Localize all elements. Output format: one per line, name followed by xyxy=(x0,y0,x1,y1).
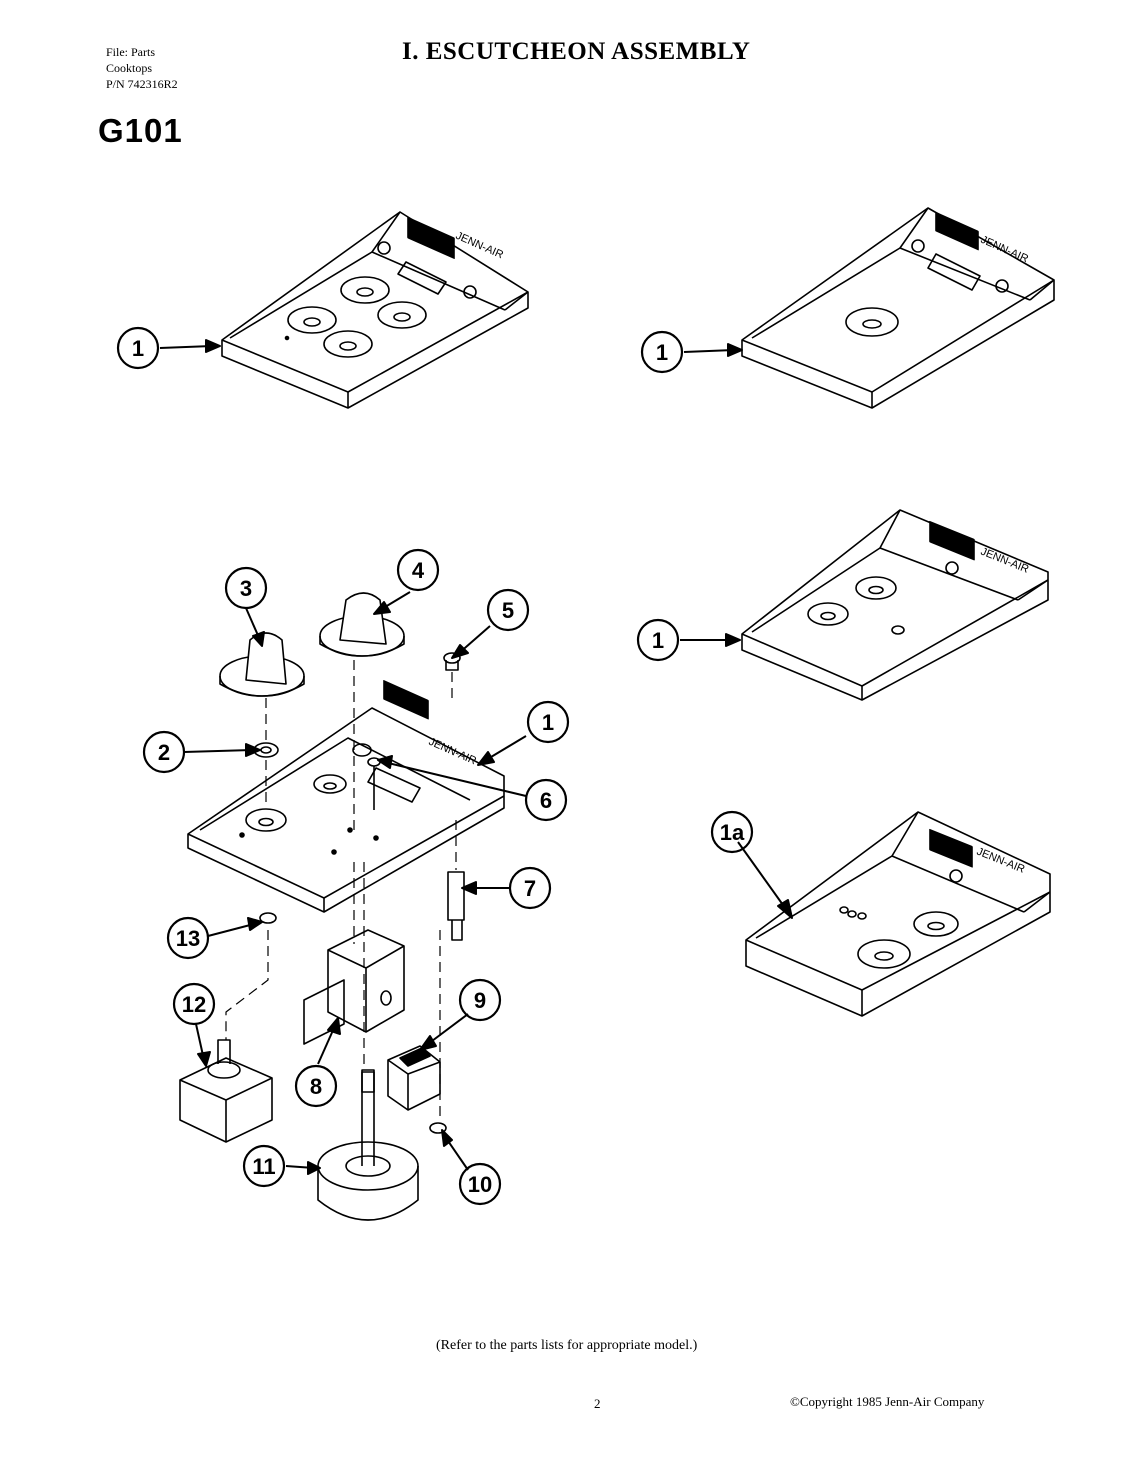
footer-note: (Refer to the parts lists for appropriat… xyxy=(436,1338,698,1353)
escutcheon-four-knob: JENN-AIR xyxy=(221,211,529,409)
callout-3: 3 xyxy=(240,576,252,601)
page-title: I. ESCUTCHEON ASSEMBLY xyxy=(402,38,751,65)
callout-2: 2 xyxy=(158,740,170,765)
callout-1: 1 xyxy=(132,336,144,361)
file-line: P/N 742316R2 xyxy=(106,77,178,91)
callout-6: 6 xyxy=(540,788,552,813)
callout-5: 5 xyxy=(502,598,514,623)
callout-7: 7 xyxy=(524,876,536,901)
callout-11: 11 xyxy=(252,1154,275,1179)
file-line: Cooktops xyxy=(106,61,153,75)
callout-1: 1 xyxy=(656,340,668,365)
callouts: 1 1 1 1 1a 2 3 4 5 6 7 8 9 10 11 12 13 xyxy=(116,326,754,1206)
callout-12: 12 xyxy=(182,992,206,1017)
page-number: 2 xyxy=(594,1396,601,1411)
exploded-assembly: JENN-AIR xyxy=(179,592,505,1221)
brand-label: JENN-AIR xyxy=(427,736,478,768)
file-info: File: Parts Cooktops P/N 742316R2 xyxy=(106,44,178,92)
copyright: ©Copyright 1985 Jenn-Air Company xyxy=(790,1394,985,1409)
callout-9: 9 xyxy=(474,988,486,1013)
brand-label: JENN-AIR xyxy=(454,230,505,262)
callout-4: 4 xyxy=(412,558,425,583)
callout-8: 8 xyxy=(310,1074,322,1099)
escutcheon-two-knob: JENN-AIR xyxy=(741,509,1049,701)
callout-1: 1 xyxy=(652,628,664,653)
model-code: G101 xyxy=(98,112,183,149)
file-line: File: Parts xyxy=(106,45,156,59)
brand-label: JENN-AIR xyxy=(979,546,1031,576)
brand-label: JENN-AIR xyxy=(979,234,1030,266)
callout-13: 13 xyxy=(176,926,200,951)
callout-1a: 1a xyxy=(720,820,745,845)
callout-10: 10 xyxy=(468,1172,492,1197)
leader-lines xyxy=(159,339,793,1175)
escutcheon-single-knob: JENN-AIR xyxy=(741,207,1055,409)
callout-1: 1 xyxy=(542,710,554,735)
